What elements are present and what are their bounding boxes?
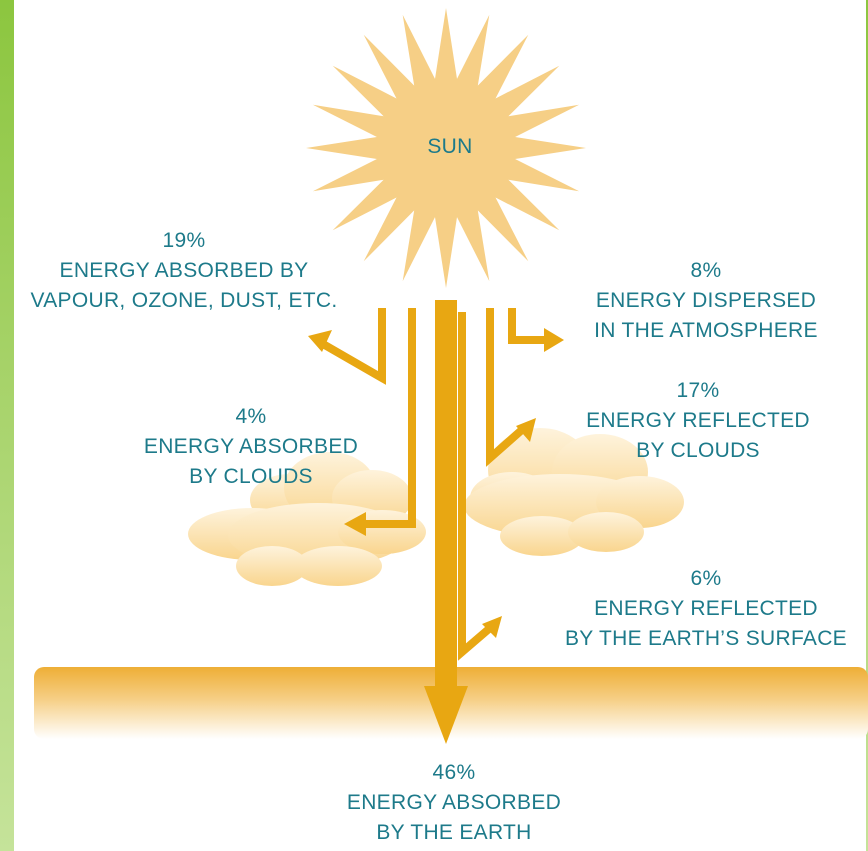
text-absorbed-clouds-1: ENERGY ABSORBED (143, 435, 359, 458)
arrow-absorbed-clouds (360, 308, 416, 528)
arrowhead-dispersed (544, 328, 564, 352)
percent-reflected-surface: 6% (690, 567, 722, 590)
arrow-absorbed-earth-shaft (435, 300, 457, 688)
arrow-absorbed-atmosphere (321, 308, 386, 385)
arrowhead-reflected-surface (482, 616, 502, 638)
text-reflected-clouds-2: BY CLOUDS (636, 439, 760, 462)
percent-reflected-clouds: 17% (676, 379, 720, 402)
label-reflected-surface: 6% ENERGY REFLECTED BY THE EARTH’S SURFA… (548, 564, 864, 654)
arrow-absorbed-earth-head (424, 686, 468, 744)
arrow-dispersed (508, 308, 548, 344)
sun-icon (306, 8, 586, 288)
arrowhead-absorbed-clouds (344, 512, 366, 536)
percent-absorbed-clouds: 4% (235, 405, 267, 428)
right-cloud (464, 428, 684, 556)
text-reflected-surface-2: BY THE EARTH’S SURFACE (564, 627, 847, 650)
arrowhead-absorbed-atmosphere (308, 330, 332, 352)
arrow-reflected-clouds (486, 308, 527, 467)
percent-absorbed-earth: 46% (432, 761, 476, 784)
text-dispersed-1: ENERGY DISPERSED (595, 289, 817, 312)
text-absorbed-earth-2: BY THE EARTH (376, 821, 532, 844)
text-absorbed-atmosphere-1: ENERGY ABSORBED BY (59, 259, 309, 282)
text-reflected-surface-1: ENERGY REFLECTED (594, 597, 818, 620)
text-dispersed-2: IN THE ATMOSPHERE (594, 319, 818, 342)
percent-dispersed: 8% (690, 259, 722, 282)
label-dispersed: 8% ENERGY DISPERSED IN THE ATMOSPHERE (576, 256, 836, 346)
sun-label: SUN (427, 135, 473, 158)
text-absorbed-atmosphere-2: VAPOUR, OZONE, DUST, ETC. (30, 289, 338, 312)
text-absorbed-earth-1: ENERGY ABSORBED (346, 791, 562, 814)
percent-absorbed-atmosphere: 19% (162, 229, 206, 252)
label-absorbed-earth: 46% ENERGY ABSORBED BY THE EARTH (326, 758, 582, 848)
arrow-reflected-surface (458, 312, 493, 661)
label-reflected-clouds: 17% ENERGY REFLECTED BY CLOUDS (570, 376, 826, 466)
text-reflected-clouds-1: ENERGY REFLECTED (586, 409, 810, 432)
text-absorbed-clouds-2: BY CLOUDS (189, 465, 313, 488)
label-absorbed-clouds: 4% ENERGY ABSORBED BY CLOUDS (126, 402, 376, 492)
label-absorbed-atmosphere: 19% ENERGY ABSORBED BY VAPOUR, OZONE, DU… (8, 226, 360, 316)
arrowhead-reflected-clouds (516, 418, 536, 442)
